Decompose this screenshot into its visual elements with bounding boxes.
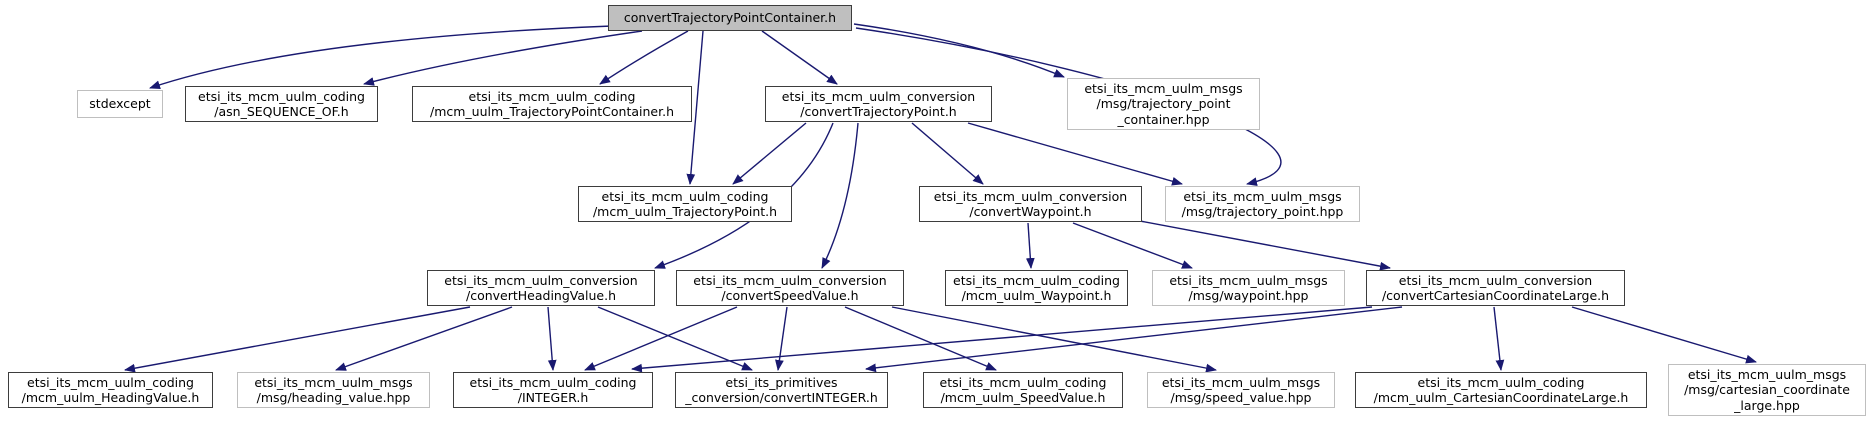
node-label-line: etsi_its_mcm_uulm_coding xyxy=(953,272,1120,288)
node-label-line: etsi_its_mcm_uulm_conversion xyxy=(693,272,887,288)
node-label-line: /msg/speed_value.hpp xyxy=(1170,390,1312,405)
node-label-line: etsi_its_mcm_uulm_coding xyxy=(1417,374,1585,390)
node-label-line: /mcm_uulm_CartesianCoordinateLarge.h xyxy=(1373,390,1629,405)
node-label-line: etsi_its_mcm_uulm_msgs xyxy=(254,374,413,390)
node-convert_cartesian_coordinate_large_h[interactable]: etsi_its_mcm_uulm_conversion/convertCart… xyxy=(1366,270,1625,306)
node-label-line: _large.hpp xyxy=(1734,397,1800,413)
node-label-line: etsi_its_mcm_uulm_coding xyxy=(469,374,637,390)
node-convert_trajectory_point_h[interactable]: etsi_its_mcm_uulm_conversion/convertTraj… xyxy=(765,86,992,122)
node-root[interactable]: convertTrajectoryPointContainer.h xyxy=(608,5,852,31)
node-trajectory_point_container_hpp: etsi_its_mcm_uulm_msgs/msg/trajectory_po… xyxy=(1067,78,1260,130)
include-edges xyxy=(124,23,1757,373)
node-convert_heading_value_h[interactable]: etsi_its_mcm_uulm_conversion/convertHead… xyxy=(427,270,655,306)
node-cartesian_coordinate_large_hpp: etsi_its_mcm_uulm_msgs/msg/cartesian_coo… xyxy=(1668,364,1866,416)
include-edge-convert_cartesian_coordinate_large_h-to-convert_integer_h xyxy=(865,306,1403,373)
node-label-line: etsi_its_mcm_uulm_msgs xyxy=(1169,272,1328,288)
node-label-line: /mcm_uulm_TrajectoryPointContainer.h xyxy=(429,104,675,119)
node-label-line: etsi_its_mcm_uulm_coding xyxy=(939,374,1107,390)
include-edge-convert_waypoint_h-to-mcm_uulm_waypoint_h xyxy=(1025,222,1035,269)
node-waypoint_hpp: etsi_its_mcm_uulm_msgs/msg/waypoint.hpp xyxy=(1152,270,1345,306)
include-edge-convert_heading_value_h-to-integer_h xyxy=(547,306,557,371)
include-edge-convert_cartesian_coordinate_large_h-to-integer_h xyxy=(631,306,1373,373)
node-label-line: etsi_its_mcm_uulm_conversion xyxy=(781,88,976,104)
include-edge-root-to-convert_trajectory_point_h xyxy=(761,30,838,85)
node-label-line: /convertSpeedValue.h xyxy=(721,288,859,303)
include-edge-convert_cartesian_coordinate_large_h-to-cartesian_coordinate_large_hpp xyxy=(1571,306,1757,364)
include-edge-convert_waypoint_h-to-convert_cartesian_coordinate_large_h xyxy=(1139,220,1391,271)
node-convert_waypoint_h[interactable]: etsi_its_mcm_uulm_conversion/convertWayp… xyxy=(919,186,1142,222)
node-label-line: etsi_its_mcm_uulm_coding xyxy=(601,188,769,204)
include-edge-convert_speed_value_h-to-integer_h xyxy=(584,306,738,371)
node-label-line: etsi_its_mcm_uulm_msgs xyxy=(1687,367,1847,383)
node-convert_integer_h[interactable]: etsi_its_primitives_conversion/convertIN… xyxy=(675,372,888,408)
node-label-line: etsi_its_mcm_uulm_coding xyxy=(468,88,636,104)
node-trajectory_point_hpp: etsi_its_mcm_uulm_msgs/msg/trajectory_po… xyxy=(1165,186,1360,222)
node-label-line: etsi_its_mcm_uulm_msgs xyxy=(1161,374,1321,390)
include-edge-convert_heading_value_h-to-heading_value_hpp xyxy=(335,306,513,371)
node-label-line: /mcm_uulm_HeadingValue.h xyxy=(21,390,200,405)
node-label-line: /mcm_uulm_Waypoint.h xyxy=(961,288,1112,303)
node-label-line: /msg/cartesian_coordinate xyxy=(1684,382,1850,398)
include-edge-convert_trajectory_point_h-to-convert_waypoint_h xyxy=(911,122,984,185)
include-edge-convert_cartesian_coordinate_large_h-to-mcm_uulm_cartesian_coordinate_large_h xyxy=(1493,306,1505,371)
node-label-line: etsi_its_mcm_uulm_coding xyxy=(27,374,194,390)
node-mcm_uulm_cartesian_coordinate_large_h[interactable]: etsi_its_mcm_uulm_coding/mcm_uulm_Cartes… xyxy=(1355,372,1647,408)
include-edge-convert_heading_value_h-to-mcm_uulm_heading_value_h xyxy=(124,306,471,373)
include-edge-convert_trajectory_point_h-to-mcm_uulm_trajectory_point_h xyxy=(732,122,807,185)
node-label-line: /convertWaypoint.h xyxy=(969,204,1092,219)
include-edge-root-to-asn_sequence_of xyxy=(363,30,643,86)
include-edge-root-to-trajectory_point_container_hpp xyxy=(853,23,1065,78)
node-asn_sequence_of[interactable]: etsi_its_mcm_uulm_coding/asn_SEQUENCE_OF… xyxy=(185,86,378,122)
include-edge-root-to-mcm_uulm_trajectory_point_h xyxy=(686,30,704,185)
node-heading_value_hpp: etsi_its_mcm_uulm_msgs/msg/heading_value… xyxy=(237,372,430,408)
node-speed_value_hpp: etsi_its_mcm_uulm_msgs/msg/speed_value.h… xyxy=(1147,372,1335,408)
node-label-line: /mcm_uulm_TrajectoryPoint.h xyxy=(592,204,778,219)
node-label-line: /INTEGER.h xyxy=(517,390,589,405)
node-mcm_uulm_waypoint_h[interactable]: etsi_its_mcm_uulm_coding/mcm_uulm_Waypoi… xyxy=(945,270,1128,306)
node-label-line: _container.hpp xyxy=(1117,111,1210,127)
node-mcm_uulm_heading_value_h[interactable]: etsi_its_mcm_uulm_coding/mcm_uulm_Headin… xyxy=(8,372,213,408)
include-edge-convert_speed_value_h-to-mcm_uulm_speed_value_h xyxy=(844,306,997,371)
include-edge-convert_trajectory_point_h-to-convert_speed_value_h xyxy=(821,122,859,269)
node-label-line: /convertCartesianCoordinateLarge.h xyxy=(1381,288,1610,303)
node-label-line: etsi_its_mcm_uulm_msgs xyxy=(1183,188,1342,204)
include-edge-root-to-mcm_uulm_trajectory_point_container_h xyxy=(599,30,689,85)
node-label-line: etsi_its_mcm_uulm_conversion xyxy=(444,272,638,288)
node-label-line: etsi_its_primitives xyxy=(725,374,838,390)
node-label-line: etsi_its_mcm_uulm_conversion xyxy=(1398,272,1593,288)
node-mcm_uulm_speed_value_h[interactable]: etsi_its_mcm_uulm_coding/mcm_uulm_SpeedV… xyxy=(923,372,1123,408)
node-label-line: /msg/trajectory_point xyxy=(1096,96,1231,112)
include-edge-convert_waypoint_h-to-waypoint_hpp xyxy=(1072,222,1193,269)
node-label-line: etsi_its_mcm_uulm_msgs xyxy=(1084,81,1243,97)
node-label-line: /asn_SEQUENCE_OF.h xyxy=(214,104,349,119)
node-integer_h[interactable]: etsi_its_mcm_uulm_coding/INTEGER.h xyxy=(453,372,653,408)
node-mcm_uulm_trajectory_point_container_h[interactable]: etsi_its_mcm_uulm_coding/mcm_uulm_Trajec… xyxy=(412,86,692,122)
node-convert_speed_value_h[interactable]: etsi_its_mcm_uulm_conversion/convertSpee… xyxy=(676,270,904,306)
node-label-line: /msg/waypoint.hpp xyxy=(1188,288,1309,303)
include-edge-root-to-stdexcept xyxy=(149,25,613,90)
node-mcm_uulm_trajectory_point_h[interactable]: etsi_its_mcm_uulm_coding/mcm_uulm_Trajec… xyxy=(578,186,792,222)
node-label-line: /msg/trajectory_point.hpp xyxy=(1181,204,1344,219)
include-edge-convert_heading_value_h-to-convert_integer_h xyxy=(597,306,753,371)
node-label-line: etsi_its_mcm_uulm_coding xyxy=(198,88,365,104)
node-label-line: /mcm_uulm_SpeedValue.h xyxy=(940,390,1106,405)
include-edge-convert_speed_value_h-to-convert_integer_h xyxy=(775,306,788,371)
node-stdexcept: stdexcept xyxy=(77,90,163,118)
include-edge-convert_speed_value_h-to-speed_value_hpp xyxy=(891,306,1217,373)
node-label-line: convertTrajectoryPointContainer.h xyxy=(623,10,837,26)
node-label-line: stdexcept xyxy=(89,96,151,112)
node-label-line: etsi_its_mcm_uulm_conversion xyxy=(933,188,1128,204)
node-label-line: /msg/heading_value.hpp xyxy=(256,390,411,405)
include-edge-convert_trajectory_point_h-to-trajectory_point_hpp xyxy=(967,122,1183,186)
node-label-line: /convertHeadingValue.h xyxy=(465,288,617,303)
node-label-line: /convertTrajectoryPoint.h xyxy=(800,104,957,119)
node-label-line: _conversion/convertINTEGER.h xyxy=(685,390,878,405)
